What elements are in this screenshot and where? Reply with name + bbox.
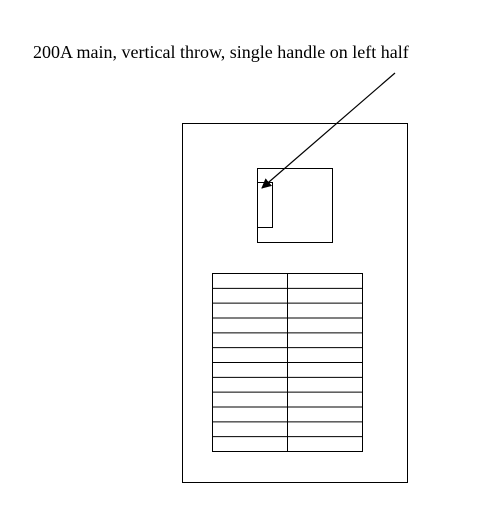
annotation-arrow <box>261 72 396 189</box>
panel-enclosure <box>182 123 408 483</box>
main-breaker-box <box>257 168 333 243</box>
breaker-grid <box>212 273 363 452</box>
annotation-label: 200A main, vertical throw, single handle… <box>33 42 409 62</box>
main-breaker-handle <box>257 182 273 228</box>
